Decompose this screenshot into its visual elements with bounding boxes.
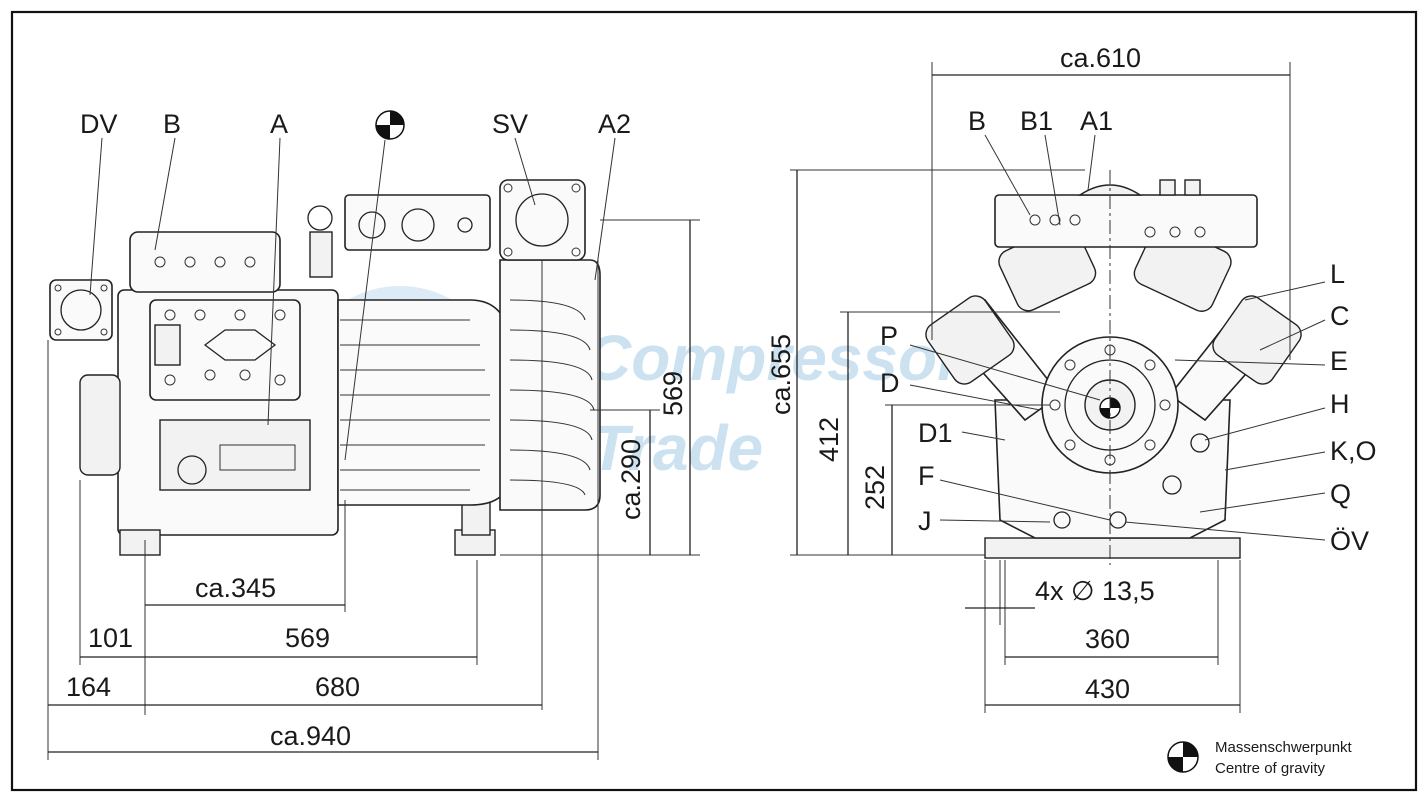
centre-of-gravity-legend-icon: [1167, 741, 1199, 773]
side-view-compressor: [47, 110, 700, 760]
callout-B-front: B: [968, 106, 986, 136]
front-callout-leaders: [909, 134, 1326, 541]
dim-360: 360: [1085, 624, 1130, 654]
callout-OV: ÖV: [1330, 526, 1369, 556]
motor-end-cap: [499, 259, 601, 511]
callout-Q: Q: [1330, 479, 1351, 509]
side-dimension-lines: [48, 220, 691, 753]
cylinder-head-front: [149, 299, 301, 401]
callout-F: F: [918, 461, 935, 491]
dim-101: 101: [88, 623, 133, 653]
side-callout-leaders: [89, 137, 616, 461]
dim-412: 412: [814, 417, 844, 462]
callout-D: D: [880, 368, 900, 398]
suction-valve-flange: [499, 179, 586, 261]
dim-940: ca.940: [270, 721, 351, 751]
dim-164: 164: [66, 672, 111, 702]
callout-B1: B1: [1020, 106, 1053, 136]
dim-655: ca.655: [766, 334, 796, 415]
callout-A1: A1: [1080, 106, 1113, 136]
watermark-line1: Compressor: [585, 322, 965, 394]
callout-L: L: [1330, 259, 1345, 289]
front-view-compressor: [790, 62, 1326, 713]
dim-holes: 4x ∅ 13,5: [1035, 576, 1155, 606]
dim-290: ca.290: [616, 439, 646, 520]
dim-345: ca.345: [195, 573, 276, 603]
callout-SV: SV: [492, 109, 528, 139]
callout-J: J: [918, 506, 932, 536]
legend-line-2: Centre of gravity: [1215, 760, 1326, 777]
callout-P: P: [880, 321, 898, 351]
dim-610: ca.610: [1060, 43, 1141, 73]
oil-sight-panel: [159, 419, 311, 491]
callout-E: E: [1330, 346, 1348, 376]
dim-569-horizontal: 569: [285, 623, 330, 653]
callout-D1: D1: [918, 418, 953, 448]
drawing-frame: [10, 10, 1418, 792]
motor-cooling-fins: [340, 319, 490, 491]
front-extension-lines: [790, 62, 1291, 713]
side-extension-lines: [47, 219, 700, 760]
callout-A: A: [270, 109, 288, 139]
legend: Massenschwerpunkt Centre of gravity: [1167, 739, 1353, 777]
dim-680: 680: [315, 672, 360, 702]
left-foot: [119, 529, 161, 556]
lifting-eye: [307, 205, 333, 231]
oil-pump-cover: [79, 374, 121, 476]
cylinder-head-top: [129, 231, 281, 293]
callout-B-side: B: [163, 109, 181, 139]
watermark-line2: Trade: [590, 412, 763, 484]
motor-housing: [337, 299, 511, 506]
centre-of-gravity-icon: [375, 110, 405, 140]
dim-569-vertical: 569: [658, 371, 688, 416]
callout-DV: DV: [80, 109, 118, 139]
callout-KO: K,O: [1330, 436, 1377, 466]
dim-252: 252: [860, 465, 890, 510]
discharge-valve-flange: [49, 279, 113, 341]
dim-430: 430: [1085, 674, 1130, 704]
callout-C: C: [1330, 301, 1350, 331]
callout-A2: A2: [598, 109, 631, 139]
legend-line-1: Massenschwerpunkt: [1215, 739, 1353, 756]
front-dimension-lines: [796, 74, 1290, 706]
base-plate: [984, 537, 1241, 559]
top-manifold: [994, 194, 1258, 248]
callout-H: H: [1330, 389, 1350, 419]
terminal-box: [344, 194, 491, 251]
